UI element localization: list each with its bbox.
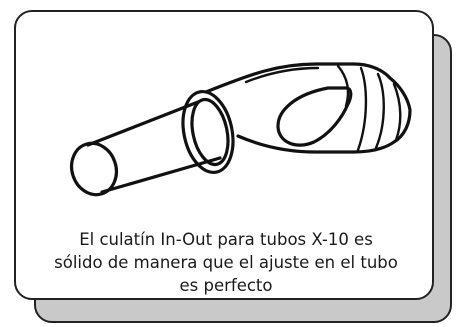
caption-line-1: El culatín In-Out para tubos X-10 es	[79, 230, 373, 249]
in-out-tip-icon	[69, 62, 412, 197]
caption-line-2: sólido de manera que el ajuste en el tub…	[54, 253, 398, 272]
product-card: El culatín In-Out para tubos X-10 es sól…	[14, 10, 434, 300]
caption-line-3: es perfecto	[179, 276, 273, 295]
caption-text: El culatín In-Out para tubos X-10 es sól…	[16, 228, 436, 297]
